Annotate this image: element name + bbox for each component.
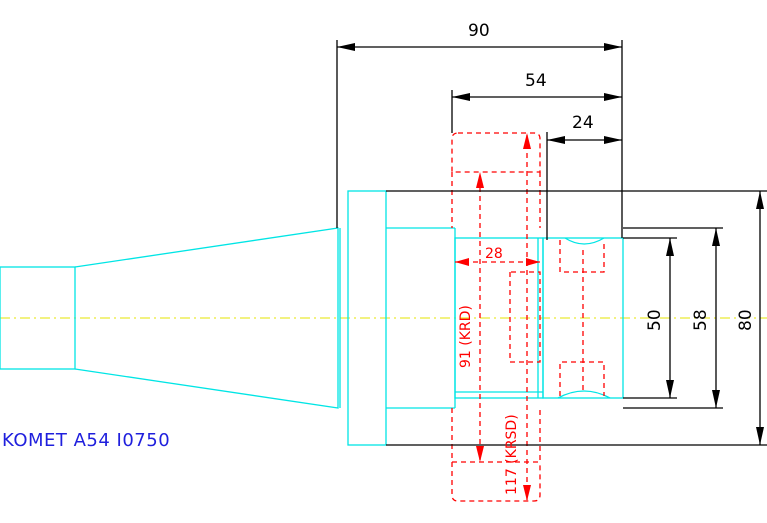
dimension-50-label: 50 [645,309,665,331]
dimension-58 [623,227,723,409]
dimension-krd-label: 91 (KRD) [458,305,474,368]
reference-outline-krd-krsd [451,132,605,502]
tool-body [386,227,624,409]
tool-flange [347,190,387,446]
dimension-krd-red [476,172,484,462]
tool-shank [0,227,341,409]
dimension-54-label: 54 [525,71,547,91]
dimension-24 [546,132,622,240]
dimension-28-label: 28 [485,246,503,262]
dimension-90-label: 90 [468,21,490,41]
part-label: KOMET A54 I0750 [2,430,170,451]
dimension-24-label: 24 [572,113,594,133]
dimension-54 [451,90,622,133]
dimension-28-red [455,258,540,266]
dimension-90 [336,40,623,238]
dimension-80-label: 80 [736,309,756,331]
dimension-80 [386,190,767,446]
dimension-50 [623,237,677,399]
dimension-krsd-label: 117 (KRSD) [504,414,520,495]
dimension-krsd-red [523,133,531,501]
dimension-58-label: 58 [691,309,711,331]
